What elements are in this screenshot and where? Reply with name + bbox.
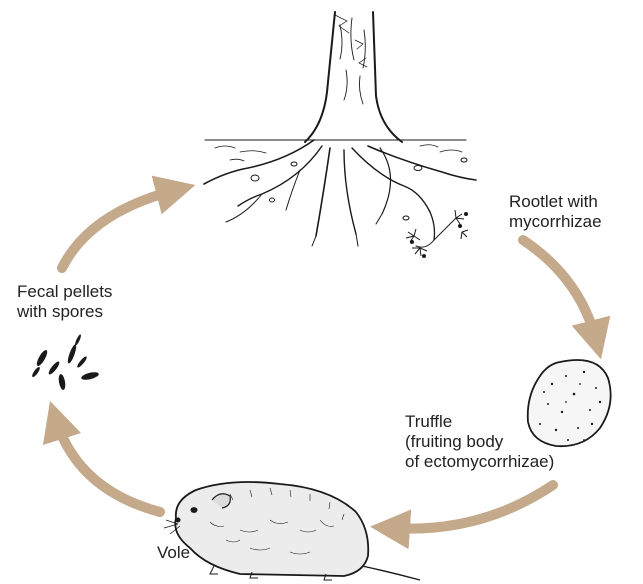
arrow-to-tree (62, 190, 176, 268)
truffle-label-line-1: Truffle (405, 412, 554, 432)
vole-label: Vole (157, 543, 190, 563)
truffle-label-line-2: (fruiting body (405, 432, 554, 452)
fecal-label-line-2: with spores (17, 302, 112, 322)
tree-illustration (204, 12, 476, 247)
truffle-label-line-3: of ectomycorrhizae) (405, 452, 554, 472)
mycorrhizae-illustration (406, 210, 468, 258)
arrow-to-pellets (56, 420, 160, 512)
vole-label-text: Vole (157, 543, 190, 563)
truffle-label: Truffle (fruiting body of ectomycorrhiza… (405, 412, 554, 472)
rootlet-label-line-1: Rootlet with (509, 192, 602, 212)
fecal-pellets-illustration (31, 334, 100, 391)
arrow-to-truffle (523, 240, 596, 340)
fecal-label-line-1: Fecal pellets (17, 282, 112, 302)
fecal-pellets-label: Fecal pellets with spores (17, 282, 112, 322)
rootlet-label-line-2: mycorrhizae (509, 212, 602, 232)
vole-illustration (164, 482, 420, 580)
arrow-to-vole (390, 485, 553, 529)
rootlet-label: Rootlet with mycorrhizae (509, 192, 602, 232)
